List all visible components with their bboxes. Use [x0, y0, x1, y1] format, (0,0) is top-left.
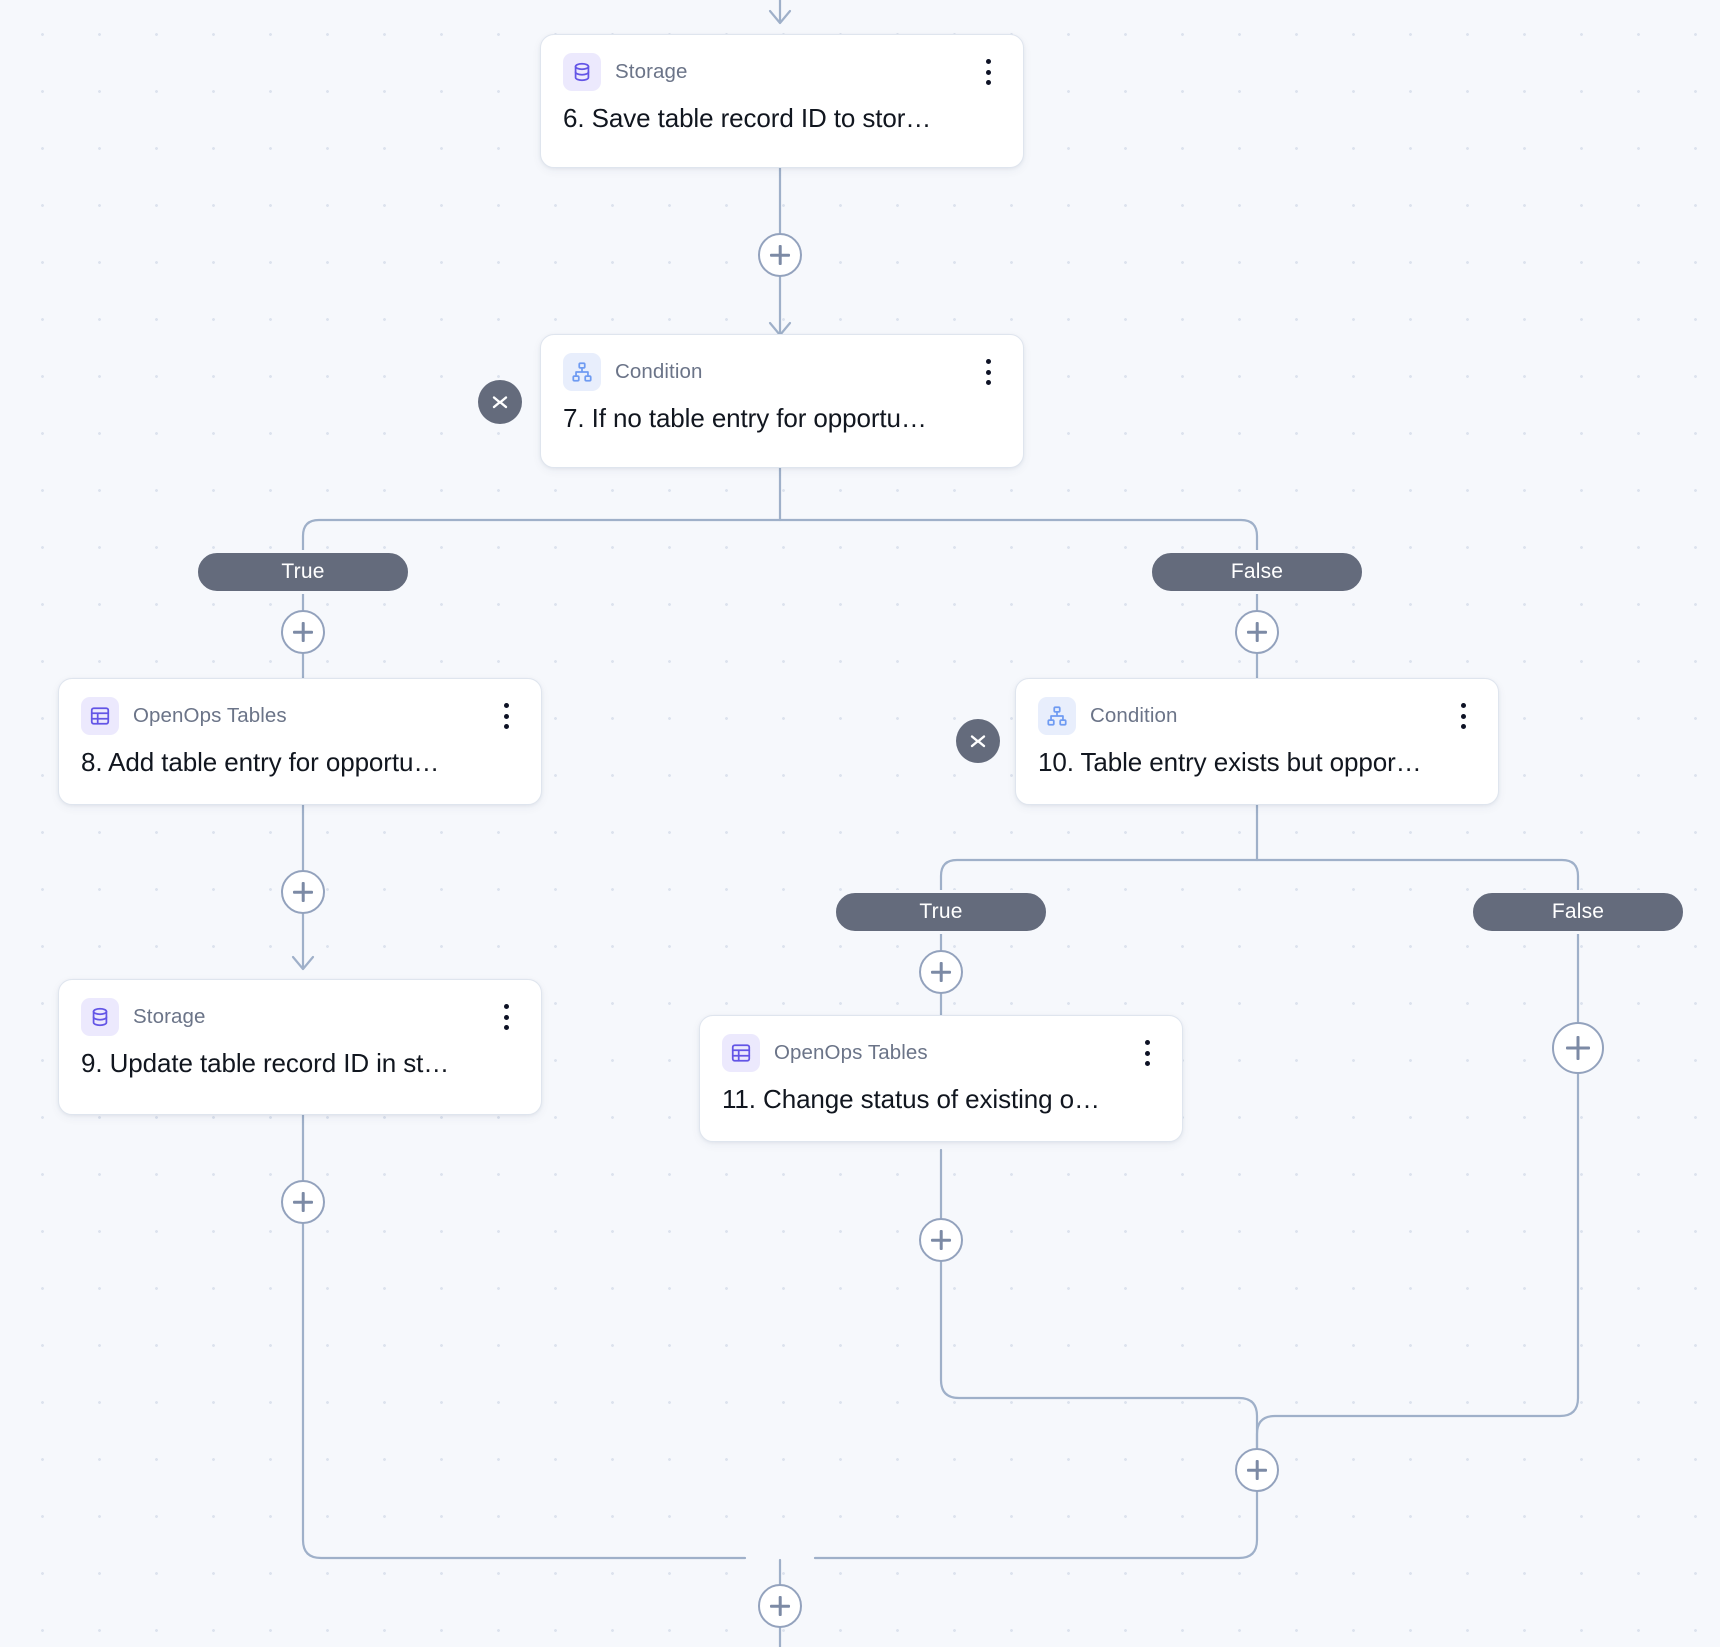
workflow-node-step-11[interactable]: OpenOps Tables 11. Change status of exis…: [699, 1015, 1183, 1142]
workflow-node-step-8[interactable]: OpenOps Tables 8. Add table entry for op…: [58, 678, 542, 805]
node-header: Condition: [563, 353, 1001, 391]
workflow-node-step-10[interactable]: Condition 10. Table entry exists but opp…: [1015, 678, 1499, 805]
node-type-label: OpenOps Tables: [774, 1041, 928, 1064]
workflow-node-step-6[interactable]: Storage 6. Save table record ID to stor…: [540, 34, 1024, 168]
node-title: 8. Add table entry for opportu…: [81, 747, 440, 777]
node-type-label: OpenOps Tables: [133, 704, 287, 727]
add-step-button-branch-10-false[interactable]: [1552, 1022, 1604, 1074]
branch-label-true-step-7[interactable]: True: [195, 550, 411, 594]
add-step-button-after-9[interactable]: [281, 1180, 325, 1224]
node-menu-button[interactable]: [493, 1000, 519, 1034]
node-type-label: Condition: [615, 360, 703, 383]
collapse-toggle-step-7[interactable]: [478, 380, 522, 424]
collapse-chevrons-icon: [492, 396, 508, 409]
add-step-button-after-11[interactable]: [919, 1218, 963, 1262]
database-icon: [563, 53, 601, 91]
collapse-chevrons-icon: [970, 735, 986, 748]
workflow-node-step-9[interactable]: Storage 9. Update table record ID in st…: [58, 979, 542, 1115]
node-header: Storage: [563, 53, 1001, 91]
node-header: OpenOps Tables: [81, 697, 519, 735]
table-grid-icon: [81, 697, 119, 735]
sitemap-icon: [563, 353, 601, 391]
collapse-toggle-step-10[interactable]: [956, 719, 1000, 763]
node-menu-button[interactable]: [975, 55, 1001, 89]
add-step-button-after-8[interactable]: [281, 870, 325, 914]
node-header: OpenOps Tables: [722, 1034, 1160, 1072]
branch-label-false-step-7[interactable]: False: [1149, 550, 1365, 594]
branch-label-true-step-10[interactable]: True: [833, 890, 1049, 934]
node-menu-button[interactable]: [975, 355, 1001, 389]
node-type-label: Storage: [615, 60, 688, 83]
node-title: 9. Update table record ID in st…: [81, 1048, 450, 1078]
sitemap-icon: [1038, 697, 1076, 735]
add-step-button-branch-7-true[interactable]: [281, 610, 325, 654]
table-grid-icon: [722, 1034, 760, 1072]
node-title: 11. Change status of existing o…: [722, 1084, 1100, 1114]
node-menu-button[interactable]: [1450, 699, 1476, 733]
node-type-label: Storage: [133, 1005, 206, 1028]
node-header: Storage: [81, 998, 519, 1036]
workflow-node-step-7[interactable]: Condition 7. If no table entry for oppor…: [540, 334, 1024, 468]
add-step-button-branch-7-false[interactable]: [1235, 610, 1279, 654]
node-title: 10. Table entry exists but oppor…: [1038, 747, 1422, 777]
node-type-label: Condition: [1090, 704, 1178, 727]
add-step-button-branch-10-true[interactable]: [919, 950, 963, 994]
database-icon: [81, 998, 119, 1036]
node-menu-button[interactable]: [493, 699, 519, 733]
node-title: 6. Save table record ID to stor…: [563, 103, 932, 133]
add-step-button-merge-step-10[interactable]: [1235, 1448, 1279, 1492]
node-header: Condition: [1038, 697, 1476, 735]
branch-label-false-step-10[interactable]: False: [1470, 890, 1686, 934]
add-step-button-after-6[interactable]: [758, 233, 802, 277]
node-menu-button[interactable]: [1134, 1036, 1160, 1070]
add-step-button-merge-step-7[interactable]: [758, 1584, 802, 1628]
node-title: 7. If no table entry for opportu…: [563, 403, 927, 433]
